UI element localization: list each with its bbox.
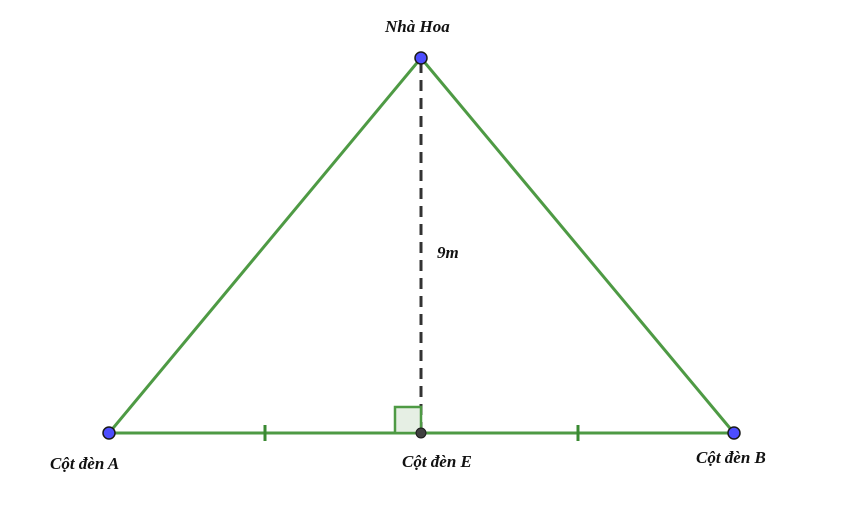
point-A[interactable] (102, 426, 116, 440)
right-angle-marker (393, 405, 423, 435)
label-B: Cột đèn B (696, 448, 766, 467)
point-B[interactable] (727, 426, 741, 440)
edge-top-B (419, 57, 736, 434)
point-top[interactable] (414, 51, 428, 65)
altitude-label: 9m (437, 243, 459, 262)
label-E: Cột đèn E (402, 452, 472, 471)
point-E[interactable] (415, 427, 427, 439)
label-A: Cột đèn A (50, 454, 119, 473)
edge-top-A (107, 57, 423, 434)
label-top: Nhà Hoa (384, 17, 450, 36)
